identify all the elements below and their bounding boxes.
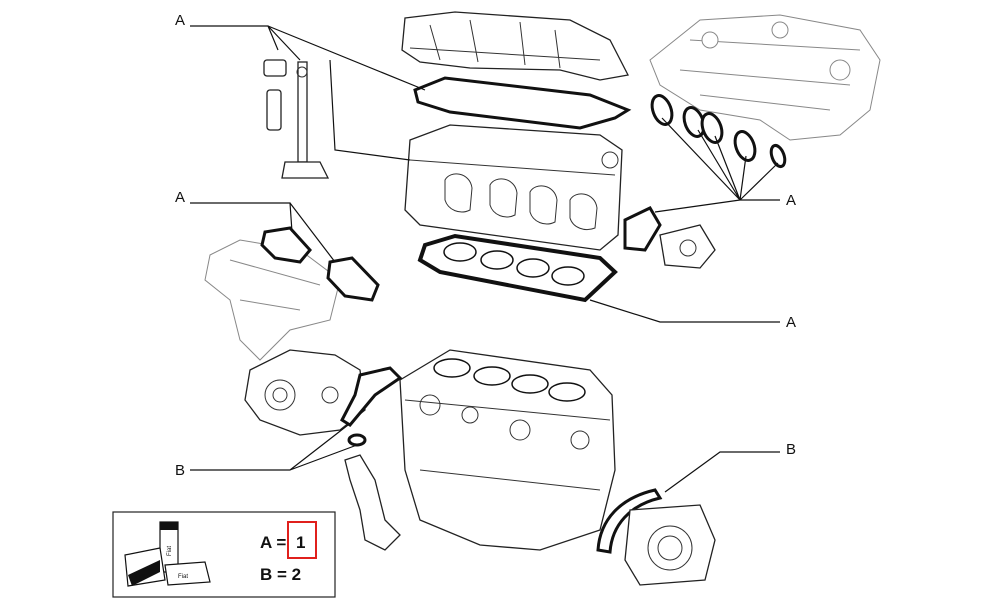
engine-block xyxy=(399,349,616,551)
legend-line-a-value: 1 xyxy=(296,533,305,552)
callout-a-headgasket: A xyxy=(786,314,796,331)
leader-lines xyxy=(190,25,780,493)
callout-b-rear: B xyxy=(786,441,796,458)
seal-ring xyxy=(347,433,367,447)
cylinder-head xyxy=(404,124,623,251)
callout-a-valve: A xyxy=(175,12,185,29)
oil-pump-gasket xyxy=(340,366,403,427)
box-label-3: Fiat xyxy=(178,574,188,580)
exhaust-gaskets xyxy=(260,226,380,302)
legend-box: Fiat Fiat Fiat A = 1 B = 2 xyxy=(112,511,336,598)
rear-seal-housing xyxy=(596,488,716,586)
valve-parts xyxy=(263,59,330,179)
head-gasket xyxy=(417,233,618,303)
box-label-1: Fiat xyxy=(167,546,173,556)
oil-pickup xyxy=(344,454,401,551)
valve-cover xyxy=(401,11,629,81)
thermostat-housing xyxy=(623,206,716,269)
fiat-product-icon: Fiat Fiat Fiat xyxy=(124,521,211,587)
callout-b-pump: B xyxy=(175,462,185,479)
box-label-2: Fiat xyxy=(135,574,145,580)
legend-line-a-prefix: A = xyxy=(260,533,286,552)
valve-cover-gasket xyxy=(413,76,632,130)
highlight-box xyxy=(287,521,317,559)
oil-pump xyxy=(244,349,366,436)
intake-manifold xyxy=(649,14,881,141)
callout-a-manifold: A xyxy=(175,189,185,206)
callout-a-intake: A xyxy=(786,192,796,209)
legend-line-b: B = 2 xyxy=(260,565,301,584)
exhaust-manifold xyxy=(204,239,341,361)
